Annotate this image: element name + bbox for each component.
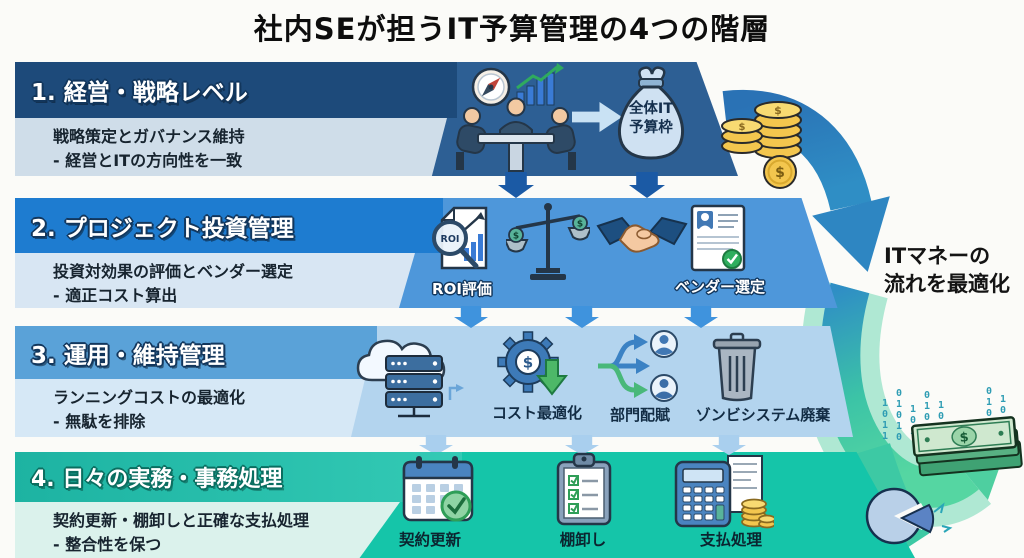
level-1-desc-line1: 戦略策定とガバナンス維持 xyxy=(53,127,245,146)
inventory-clipboard-icon xyxy=(556,452,612,526)
pie-chart-icon xyxy=(865,487,935,545)
svg-text:010: 010 xyxy=(986,386,992,419)
payment-label: 支払処理 xyxy=(699,531,762,549)
level-3-description: ランニングコストの最適化 - 無駄を排除 xyxy=(15,379,365,437)
calculator-receipt-coins-icon xyxy=(674,455,774,529)
level-2-desc-line2: - 適正コスト算出 xyxy=(53,286,178,305)
allocation-label: 部門配賦 xyxy=(609,406,670,424)
level-2-header: 2. プロジェクト投資管理 xyxy=(15,198,443,253)
budget-bag-line1: 全体IT xyxy=(628,101,674,117)
flow-note-line1: ITマネーの xyxy=(884,244,991,268)
money-bag-icon xyxy=(617,66,685,160)
budget-bag-line2: 予算枠 xyxy=(629,120,673,137)
level-3-desc-line1: ランニングコストの最適化 xyxy=(53,388,246,407)
level-4-desc-line2: - 整合性を保つ xyxy=(53,535,162,554)
level-3-header: 3. 運用・維持管理 xyxy=(15,326,377,379)
level-2-description: 投資対効果の評価とベンダー選定 - 適正コスト算出 xyxy=(15,253,415,308)
coin-stack-icon: $ $ $ xyxy=(721,101,802,189)
svg-text:$: $ xyxy=(739,122,746,133)
allocation-icon xyxy=(598,330,678,402)
gear-dollar-icon: $ xyxy=(497,331,568,396)
cloud-server-icon xyxy=(356,339,464,418)
level-3-desc-line2: - 無駄を排除 xyxy=(53,412,146,431)
svg-text:$: $ xyxy=(523,354,533,372)
level-1-description: 戦略策定とガバナンス維持 - 経営とITの方向性を一致 xyxy=(15,118,447,176)
vendor-contract-icon xyxy=(690,204,746,272)
down-arrow-icon xyxy=(419,435,453,455)
level-2-heading: 2. プロジェクト投資管理 xyxy=(31,215,294,242)
svg-text:$: $ xyxy=(959,430,969,446)
contract-renewal-label: 契約更新 xyxy=(398,531,461,549)
cost-optimization-label: コスト最適化 xyxy=(491,404,582,422)
page-title: 社内SEが担うIT予算管理の4つの階層 xyxy=(253,12,771,46)
zombie-system-label: ゾンビシステム廃棄 xyxy=(695,406,831,424)
calendar-check-icon xyxy=(402,456,474,522)
compass-icon xyxy=(471,67,511,107)
roi-label: ROI評価 xyxy=(432,280,492,298)
level-4-header: 4. 日々の実務・事務処理 xyxy=(15,452,462,502)
meeting-icon xyxy=(456,97,576,172)
trash-icon xyxy=(712,332,762,402)
down-arrow-icon xyxy=(454,306,488,328)
level-2-desc-line1: 投資対効果の評価とベンダー選定 xyxy=(53,262,294,281)
level-4-heading: 4. 日々の実務・事務処理 xyxy=(31,467,283,492)
level-4-desc-line1: 契約更新・棚卸しと正確な支払処理 xyxy=(53,511,310,530)
balance-scale-icon: $ $ xyxy=(506,203,590,280)
vendor-label: ベンダー選定 xyxy=(674,278,765,296)
level-3-heading: 3. 運用・維持管理 xyxy=(31,342,225,369)
banknote-icon: $ xyxy=(911,416,1023,477)
down-arrow-icon xyxy=(565,306,599,328)
budget-bag-label: 全体IT 予算枠 xyxy=(612,100,690,138)
level-1-header: 1. 経営・戦略レベル xyxy=(15,62,457,118)
roi-magnifier-icon: ROI xyxy=(432,206,488,270)
level-4-description: 契約更新・棚卸しと正確な支払処理 - 整合性を保つ xyxy=(15,502,400,558)
level-1-desc-line2: - 経営とITの方向性を一致 xyxy=(53,151,243,170)
down-arrow-icon xyxy=(712,435,746,455)
flow-note: ITマネーの 流れを最適化 xyxy=(884,242,1024,299)
level-1-heading: 1. 経営・戦略レベル xyxy=(31,80,248,106)
down-arrow-icon xyxy=(684,306,718,328)
svg-text:$: $ xyxy=(513,232,519,242)
flow-note-line2: 流れを最適化 xyxy=(884,272,1010,297)
svg-text:$: $ xyxy=(577,220,583,230)
growth-chart-icon xyxy=(516,63,564,106)
svg-text:ROI: ROI xyxy=(441,234,460,245)
svg-text:10: 10 xyxy=(1000,394,1006,416)
down-arrow-icon xyxy=(565,435,599,455)
svg-text:$: $ xyxy=(774,104,782,117)
svg-text:$: $ xyxy=(775,165,785,181)
inventory-label: 棚卸し xyxy=(559,531,607,549)
handshake-icon xyxy=(596,216,688,253)
